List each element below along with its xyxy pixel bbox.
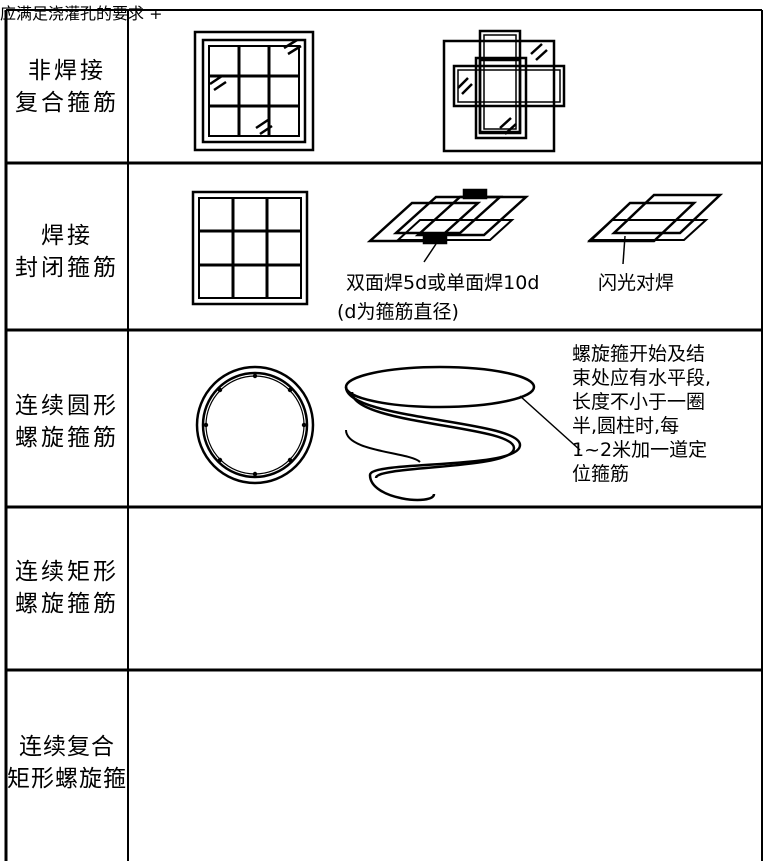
- row-label-line: 焊接: [41, 223, 93, 249]
- note-line: 螺旋箍开始及结: [572, 343, 706, 365]
- row-label-line: 螺旋箍筋: [15, 425, 119, 451]
- plus-sign: +: [149, 4, 163, 23]
- row-label-line: 连续矩形: [15, 559, 119, 585]
- row-label-compound-spiral: 连续复合 矩形螺旋箍: [6, 731, 128, 795]
- note-line: 半,圆柱时,每: [572, 415, 680, 437]
- double-weld-note: 双面焊5d或单面焊10d: [346, 272, 539, 294]
- compound-stirrup-section-a: [193, 30, 315, 152]
- row-label-line: 连续复合: [19, 734, 115, 760]
- circular-spiral-section: [195, 365, 315, 485]
- spiral-end-note: 螺旋箍开始及结 束处应有水平段, 长度不小于一圈 半,圆柱时,每 1~2米加一道…: [572, 342, 711, 486]
- row-label-non-welded: 非焊接 复合箍筋: [6, 55, 128, 119]
- note-line: 1~2米加一道定: [572, 439, 708, 461]
- circular-spiral-coil: [344, 365, 581, 502]
- flash-weld-note: 闪光对焊: [598, 272, 674, 294]
- compound-stirrup-section-b: [442, 29, 566, 153]
- pour-hole-note: 应满足浇灌孔的要求: [0, 4, 145, 23]
- row-label-line: 连续圆形: [15, 393, 119, 419]
- table-grid: [4, 9, 763, 861]
- weld-diameter-note: (d为箍筋直径): [337, 301, 459, 323]
- row-label-line: 矩形螺旋箍: [7, 766, 127, 792]
- row-label-line: 螺旋箍筋: [15, 591, 119, 617]
- row-label-line: 复合箍筋: [15, 90, 119, 116]
- note-line: 长度不小于一圈: [572, 391, 706, 413]
- row-label-line: 非焊接: [28, 58, 106, 84]
- row-label-circular-spiral: 连续圆形 螺旋箍筋: [6, 390, 128, 454]
- flash-butt-welded-stirrups: [586, 193, 724, 265]
- double-lap-welded-stirrups: [366, 188, 530, 263]
- welded-stirrup-section: [191, 190, 309, 306]
- note-line: 束处应有水平段,: [572, 367, 712, 389]
- row-label-rectangular-spiral: 连续矩形 螺旋箍筋: [6, 556, 128, 620]
- row-label-welded: 焊接 封闭箍筋: [6, 220, 128, 284]
- row-label-line: 封闭箍筋: [15, 255, 119, 281]
- note-line: 位箍筋: [572, 463, 630, 485]
